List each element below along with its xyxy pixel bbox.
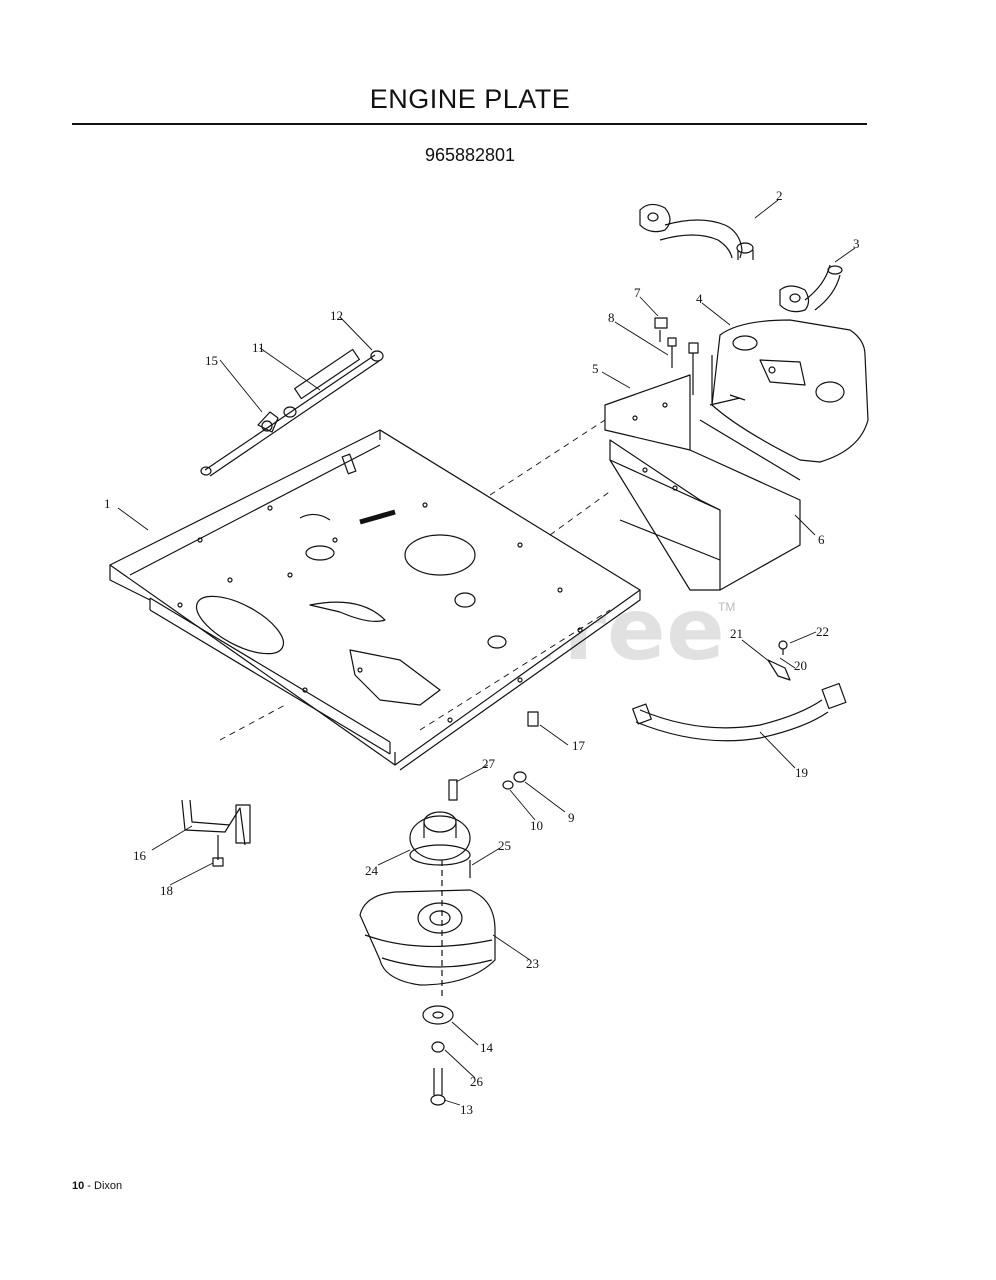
hose-assembly [632, 640, 847, 742]
callout-25: 25 [498, 838, 511, 853]
hardware-7-8 [654, 317, 699, 395]
callout-20: 20 [794, 658, 807, 673]
watermark-tm: TM [718, 600, 736, 614]
callout-19: 19 [795, 765, 808, 780]
title-rule [72, 123, 867, 125]
callout-8: 8 [608, 310, 615, 325]
clutch-assembly [359, 779, 496, 1106]
exhaust-pipes [639, 203, 843, 313]
page-number: 10 [72, 1180, 85, 1192]
callout-11: 11 [252, 340, 265, 355]
page-title: ENGINE PLATE [369, 84, 571, 114]
callout-3: 3 [853, 236, 860, 251]
callout-23: 23 [526, 956, 539, 971]
callout-14: 14 [480, 1040, 494, 1055]
callout-22: 22 [816, 624, 829, 639]
footer-brand: Dixon [94, 1180, 123, 1192]
callout-9: 9 [568, 810, 575, 825]
callout-27: 27 [482, 756, 496, 771]
callout-15: 15 [205, 353, 218, 368]
rod-assembly [200, 348, 384, 477]
callout-5: 5 [592, 361, 599, 376]
callout-12: 12 [330, 308, 343, 323]
callout-13: 13 [460, 1102, 473, 1117]
callout-10: 10 [530, 818, 543, 833]
callout-18: 18 [160, 883, 173, 898]
page-footer: 10 - Dixon [72, 1180, 122, 1192]
part-number: 965882801 [424, 145, 516, 165]
callout-26: 26 [470, 1074, 484, 1089]
footer-separator: - [84, 1180, 95, 1192]
callout-4: 4 [696, 291, 703, 306]
callout-2: 2 [776, 188, 783, 203]
callout-1: 1 [104, 496, 111, 511]
hardware-9-10-17 [502, 711, 539, 790]
callout-16: 16 [133, 848, 147, 863]
callout-17: 17 [572, 738, 586, 753]
heat-shield-bracket [604, 374, 801, 591]
callout-7: 7 [634, 285, 641, 300]
engine-plate-part [109, 429, 641, 771]
muffler-part [709, 319, 869, 463]
bracket-16-18 [181, 799, 251, 867]
callout-6: 6 [818, 532, 825, 547]
callout-24: 24 [365, 863, 379, 878]
callout-21: 21 [730, 626, 743, 641]
